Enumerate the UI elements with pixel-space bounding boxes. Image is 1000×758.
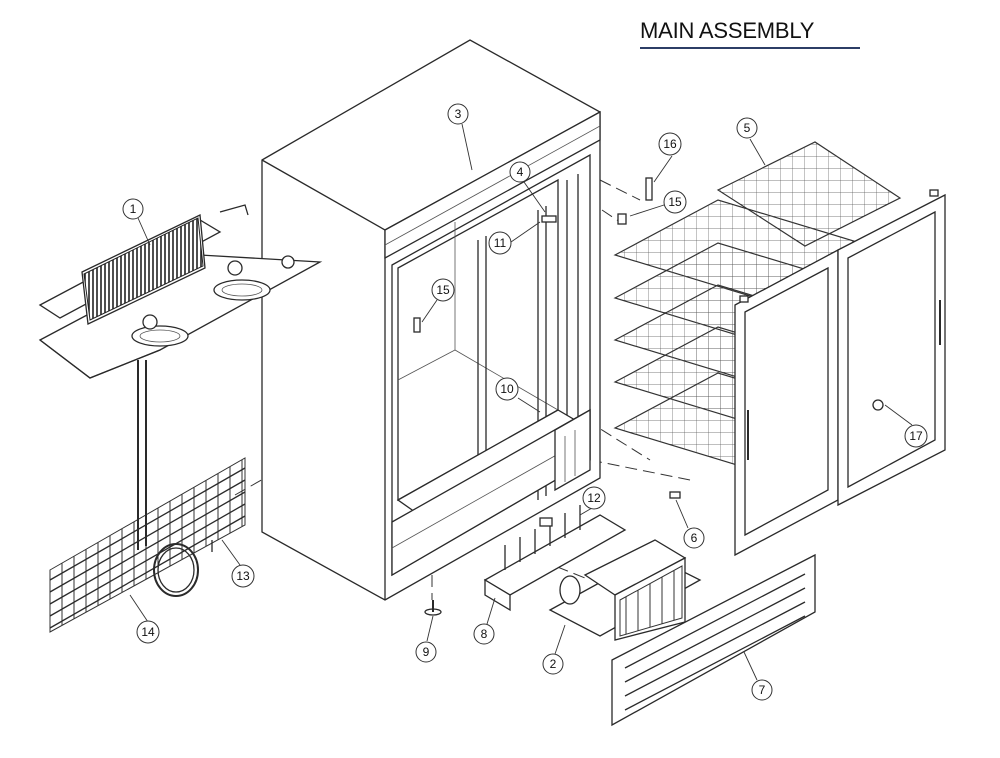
front-grille xyxy=(611,553,816,727)
condensing-unit xyxy=(548,539,702,641)
callout-label: 3 xyxy=(455,107,462,121)
callout-label: 4 xyxy=(517,165,524,179)
callout-label: 14 xyxy=(141,625,155,639)
diagram-title: MAIN ASSEMBLY xyxy=(640,18,815,43)
callout-label: 10 xyxy=(500,382,514,396)
callout-15b: 15 xyxy=(663,190,687,214)
callout-label: 16 xyxy=(663,137,677,151)
drain-pan xyxy=(483,505,627,612)
callout-label: 9 xyxy=(423,645,430,659)
leveling-leg xyxy=(424,600,442,616)
callout-7: 7 xyxy=(751,679,773,701)
callout-label: 12 xyxy=(587,491,601,505)
callout-6: 6 xyxy=(683,527,705,549)
callout-14: 14 xyxy=(136,620,160,644)
callout-label: 17 xyxy=(909,429,923,443)
callout-label: 5 xyxy=(744,121,751,135)
rear-grille-assembly xyxy=(49,360,246,633)
callout-10: 10 xyxy=(495,377,519,401)
callout-12: 12 xyxy=(582,486,606,510)
title-underline xyxy=(640,47,860,49)
callout-3: 3 xyxy=(447,103,469,125)
callout-label: 1 xyxy=(130,202,137,216)
callout-label: 13 xyxy=(236,569,250,583)
callout-13: 13 xyxy=(231,564,255,588)
cabinet xyxy=(261,39,601,601)
callout-label: 7 xyxy=(759,683,766,697)
callout-11: 11 xyxy=(488,231,512,255)
callout-label: 15 xyxy=(668,195,682,209)
callout-2: 2 xyxy=(542,653,564,675)
hardware xyxy=(413,177,681,499)
callout-15a: 15 xyxy=(431,278,455,302)
leader-lines xyxy=(129,123,913,681)
callout-9: 9 xyxy=(415,641,437,663)
callout-label: 8 xyxy=(481,627,488,641)
callout-label: 6 xyxy=(691,531,698,545)
callout-16: 16 xyxy=(658,132,682,156)
callout-label: 2 xyxy=(550,657,557,671)
callout-5: 5 xyxy=(736,117,758,139)
evaporator-assembly xyxy=(38,204,323,379)
callout-1: 1 xyxy=(122,198,144,220)
callout-17: 17 xyxy=(904,424,928,448)
callout-label: 11 xyxy=(494,236,507,250)
callout-4: 4 xyxy=(509,161,531,183)
callout-8: 8 xyxy=(473,623,495,645)
callout-label: 15 xyxy=(436,283,450,297)
